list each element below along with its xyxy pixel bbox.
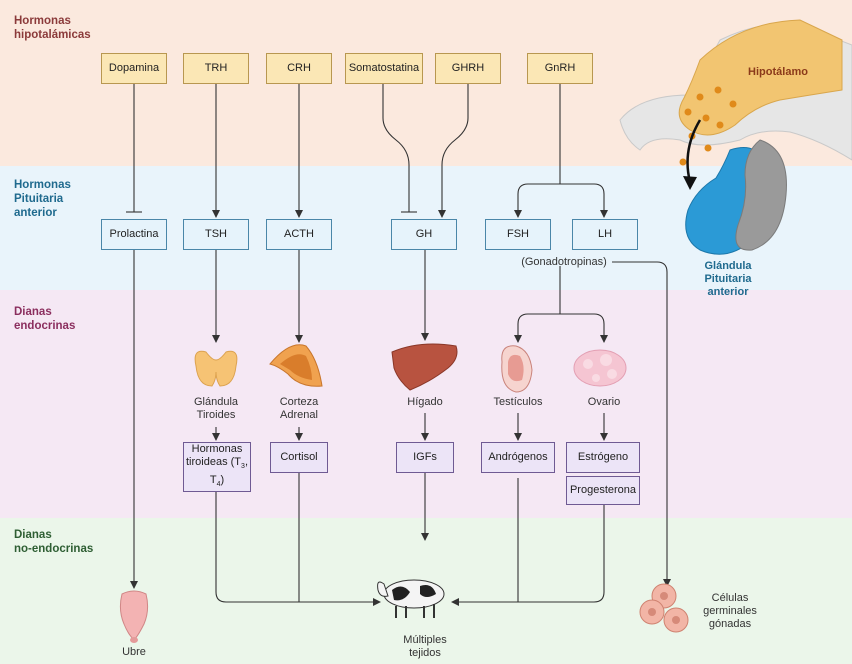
progesterone-box: Progesterona <box>566 476 640 505</box>
liver-icon <box>391 343 458 391</box>
edge-gonadotropins-testes <box>514 313 560 343</box>
hypothalamus-shape <box>678 19 843 136</box>
hypothalamus-illustration <box>619 19 852 255</box>
thyroid-label: Glándula Tiroides <box>193 396 239 421</box>
adrenal-label: Corteza Adrenal <box>279 396 319 421</box>
gonadotropins-label: (Gonadotropinas) <box>521 256 607 268</box>
release-arrow <box>686 119 702 183</box>
band-label-pituitary: Hormonas Pituitaria anterior <box>14 179 71 219</box>
hormone-gnrh: GnRH <box>527 53 593 84</box>
hormone-fsh: FSH <box>485 219 551 250</box>
igfs-box: IGFs <box>396 442 454 473</box>
edge-thyroid-tissues <box>215 492 381 606</box>
testes-label: Testículos <box>493 396 543 408</box>
pituitary-lobe-posterior <box>735 139 787 251</box>
estrogen-box: Estrógeno <box>566 442 640 473</box>
thyroid-hormones-label: Hormonas tiroideas (T3, T4) <box>186 443 248 488</box>
udder-label: Ubre <box>122 646 146 658</box>
hormone-gh: GH <box>391 219 457 250</box>
edge-ghrh-gh <box>438 84 469 218</box>
liver-label: Hígado <box>407 396 443 408</box>
udder-icon <box>119 590 149 643</box>
hormone-prolactina: Prolactina <box>101 219 167 250</box>
adrenal-cortex-icon <box>269 344 323 387</box>
hormone-acth: ACTH <box>266 219 332 250</box>
androgens-box: Andrógenos <box>481 442 555 473</box>
cortisol-box: Cortisol <box>270 442 328 473</box>
edge-gonadotropins-ovary <box>560 313 608 343</box>
band-label-hypothalamic: Hormonas hipotalámicas <box>14 15 91 41</box>
thyroid-hormones-box: Hormonas tiroideas (T3, T4) <box>183 442 251 492</box>
cow-icon <box>377 579 445 618</box>
ovary-icon <box>573 349 627 387</box>
germ-cells-label: Células germinales gónadas <box>703 592 757 630</box>
edge-gonadotropins-germcells <box>612 261 671 587</box>
tissues-label: Múltiples tejidos <box>403 634 447 659</box>
thyroid-icon <box>194 350 238 387</box>
band-label-nonendocrine: Dianas no-endocrinas <box>14 529 94 555</box>
hypothalamus-label: Hipotálamo <box>748 66 808 78</box>
edge-gnrh-lh <box>560 183 608 218</box>
hormone-ghrh: GHRH <box>435 53 501 84</box>
testes-icon <box>501 345 533 393</box>
pituitary-gland-label: Glándula Pituitaria anterior <box>704 260 752 298</box>
hormone-lh: LH <box>572 219 638 250</box>
ovary-label: Ovario <box>587 396 621 408</box>
hormone-dopamina: Dopamina <box>101 53 167 84</box>
hormone-somatostatina: Somatostatina <box>345 53 423 84</box>
hormone-trh: TRH <box>183 53 249 84</box>
edge-progesterone-tissues <box>451 505 605 606</box>
edge-gnrh-fsh <box>514 183 560 218</box>
germ-cells-icon <box>639 583 689 633</box>
edge-somatostatin-gh <box>382 84 410 212</box>
band-endocrine <box>0 290 852 518</box>
hormone-tsh: TSH <box>183 219 249 250</box>
hormone-crh: CRH <box>266 53 332 84</box>
band-label-endocrine: Dianas endocrinas <box>14 306 76 332</box>
